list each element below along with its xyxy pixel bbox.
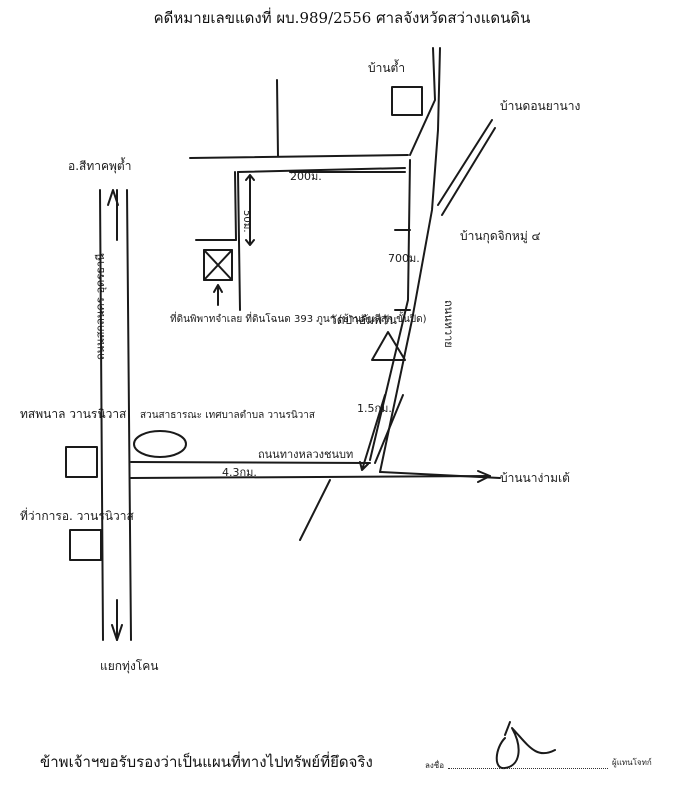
west-road-right-edge bbox=[126, 189, 132, 641]
top-road-upper bbox=[189, 154, 409, 159]
distance-short-road: 50ม. bbox=[241, 210, 252, 233]
top-road-lower bbox=[237, 167, 406, 173]
north-village-box bbox=[391, 86, 423, 116]
distance-top-road: 200ม. bbox=[290, 170, 322, 183]
east-branch bbox=[379, 471, 501, 479]
south-junction-label: แยกทุ่งโคน bbox=[100, 659, 158, 674]
south-road-lower bbox=[130, 475, 491, 479]
northeast-village-label: บ้านดอนยานาง bbox=[500, 99, 580, 113]
temple-label: วัดป่าอัมพวัน bbox=[330, 313, 397, 327]
property-box bbox=[203, 249, 233, 281]
distance-diagonal: 1.5กม. bbox=[357, 402, 392, 415]
property-label: ที่ดินพิพาทจำเลย ที่ดินโฉนด 393 ภูนา (บ้… bbox=[170, 311, 427, 325]
northeast-road-b bbox=[441, 127, 496, 216]
east-road-inner bbox=[369, 159, 411, 461]
east-road-right-edge bbox=[379, 47, 441, 473]
side-road-left bbox=[234, 171, 237, 241]
northwest-road bbox=[276, 79, 279, 157]
south-road-name: ถนนทางหลวงชนบท bbox=[258, 448, 353, 461]
signature-line bbox=[448, 768, 608, 769]
district-office-label: ที่ว่าการอ. วานรนิวาส bbox=[20, 507, 134, 523]
role-label: ผู้แทนโจทก์ bbox=[612, 758, 652, 767]
main-road-west-label: ถนนสกลนคร-อุดรธานี bbox=[94, 253, 107, 360]
north-village-label: บ้านต้ำ bbox=[368, 59, 405, 75]
temple-triangle bbox=[371, 331, 406, 361]
case-title: คดีหมายเลขแดงที่ ผบ.989/2556 ศาลจังหวัดส… bbox=[153, 9, 531, 27]
hospital-box bbox=[65, 446, 98, 478]
south-road-upper bbox=[130, 461, 371, 464]
park-oval bbox=[133, 430, 187, 458]
main-road-east-label: ถนนหวาย bbox=[442, 300, 455, 348]
top-left-village-label: อ.สีทาคพุต้ำ bbox=[68, 157, 131, 174]
property-arrow bbox=[213, 284, 223, 306]
distance-east-segment: 700ม. bbox=[388, 252, 420, 265]
southeast-village-label: บ้านนาง่ามเต้ bbox=[500, 471, 570, 485]
northeast-road-a bbox=[437, 119, 493, 206]
hospital-label: ทสพนาล วานรนิวาส bbox=[20, 407, 127, 421]
west-road-left-edge bbox=[99, 189, 104, 641]
certification-statement: ข้าพเจ้าฯขอรับรองว่าเป็นแผนที่ทางไปทรัพย… bbox=[40, 753, 373, 771]
district-office-box bbox=[69, 529, 102, 561]
sign-label: ลงชื่อ bbox=[425, 761, 445, 770]
southwest-diagonal bbox=[299, 479, 331, 541]
distance-south-road: 4.3กม. bbox=[222, 466, 257, 479]
east-road-left-edge bbox=[409, 47, 436, 156]
signature-scribble bbox=[495, 727, 556, 770]
park-label: สวนสาธารณะ เทศบาลตำบล วานรนิวาส bbox=[140, 410, 315, 421]
east-village-label: บ้านกุดจิกหมู่ ๔ bbox=[460, 229, 541, 244]
side-road-right bbox=[237, 171, 241, 311]
